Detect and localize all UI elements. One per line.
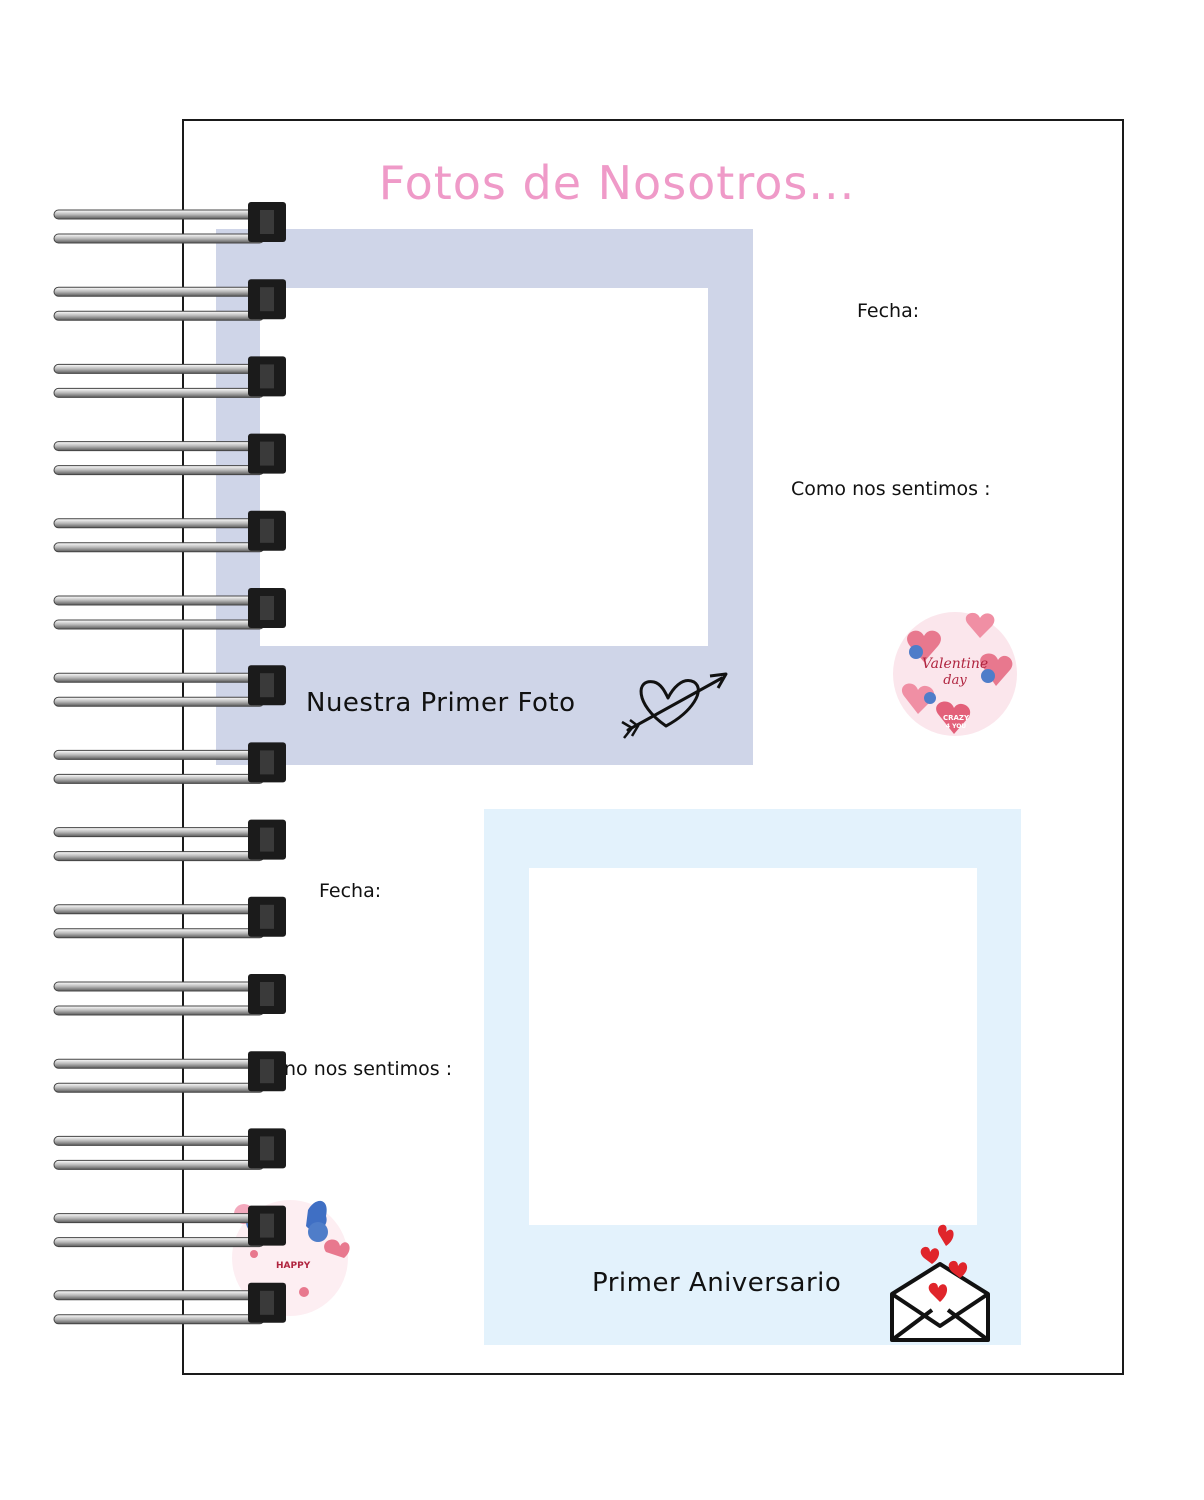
- spiral-ring: [53, 433, 286, 476]
- sticker-text-4you: 4 YOU: [946, 723, 966, 730]
- spiral-ring: [53, 665, 286, 707]
- date-label-bottom: Fecha:: [319, 880, 382, 902]
- photo-slot-top[interactable]: [260, 288, 708, 646]
- spiral-ring: [53, 742, 286, 784]
- love-letter-icon: [890, 1224, 990, 1342]
- feelings-label-bottom: no nos sentimos :: [284, 1058, 453, 1080]
- date-label-top: Fecha:: [857, 300, 920, 322]
- spiral-ring: [53, 1282, 286, 1325]
- spiral-ring: [53, 1051, 286, 1093]
- spiral-ring: [53, 819, 286, 862]
- caption-anniversary: Primer Aniversario: [592, 1268, 842, 1298]
- spiral-binding: [53, 202, 286, 1325]
- spiral-ring: [53, 510, 286, 553]
- caption-first-photo: Nuestra Primer Foto: [306, 688, 576, 718]
- spiral-ring: [53, 588, 286, 630]
- spiral-ring: [53, 896, 286, 939]
- spiral-ring: [53, 279, 286, 321]
- spiral-ring: [53, 1128, 286, 1170]
- spiral-ring: [53, 356, 286, 398]
- photo-slot-bottom[interactable]: [529, 868, 977, 1225]
- heart-arrow-icon: [621, 672, 728, 739]
- spiral-ring: [53, 974, 286, 1016]
- sticker-text-crazy: CRAZY: [943, 714, 970, 722]
- feelings-label-top: Como nos sentimos :: [791, 478, 991, 500]
- page-title: Fotos de Nosotros...: [378, 156, 856, 210]
- sticker-text-happy: HAPPY: [276, 1261, 311, 1271]
- valentine-sticker-icon: Valentine day CRAZY 4 YOU: [893, 612, 1017, 736]
- sticker-text-day: day: [943, 673, 967, 688]
- spiral-ring: [53, 202, 286, 244]
- spiral-ring: [53, 1205, 286, 1248]
- sticker-text-valentine: Valentine: [922, 656, 988, 672]
